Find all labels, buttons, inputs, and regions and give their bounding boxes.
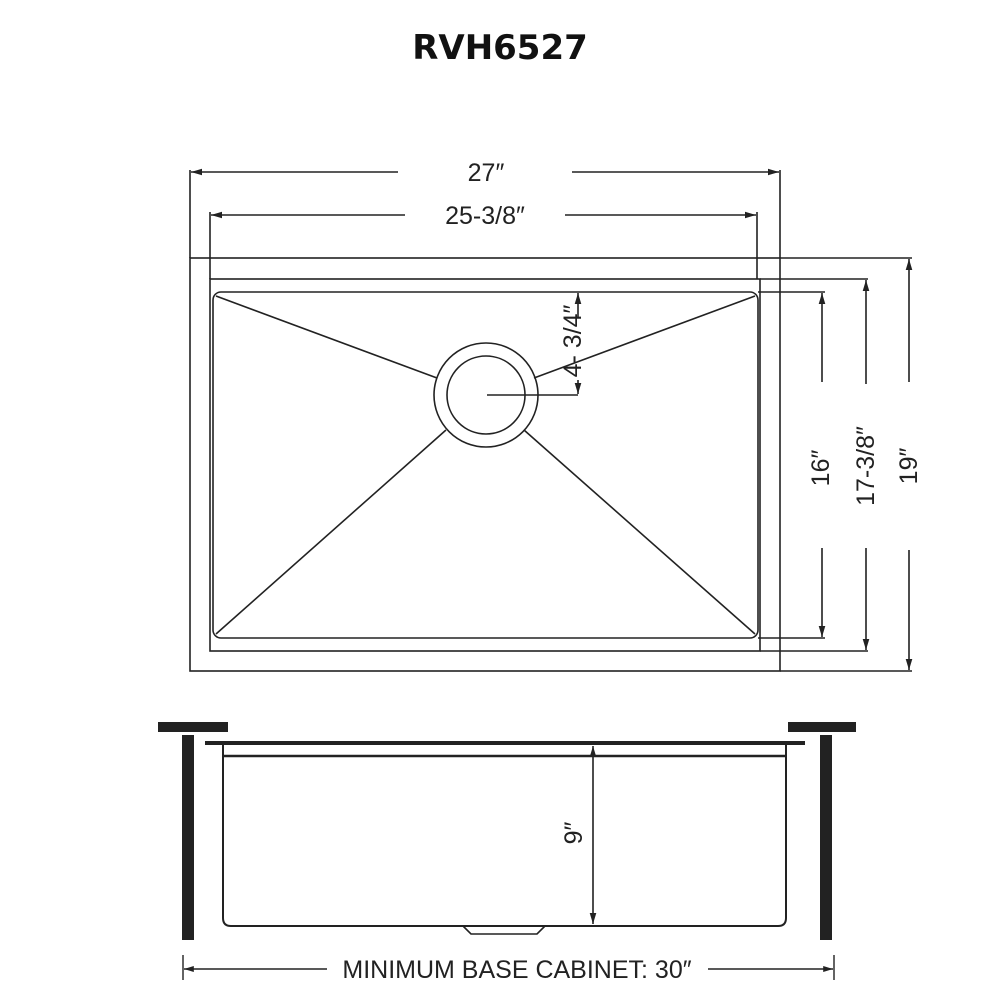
dim-inner-depth: 17-3/8″ — [852, 426, 880, 506]
cabinet-wall-left — [182, 735, 194, 940]
bowl-profile — [222, 744, 787, 927]
dim-min-cabinet: MINIMUM BASE CABINET: 30″ — [342, 956, 691, 984]
cabinet-wall-right — [820, 735, 832, 940]
bowl-outline — [212, 291, 759, 639]
outer-flange-outline — [189, 257, 781, 672]
countertop-right — [788, 722, 856, 732]
dim-bowl-height: 9″ — [560, 821, 588, 844]
top-view — [189, 168, 913, 672]
model-title: RVH6527 — [412, 28, 588, 68]
dim-overall-depth: 19″ — [895, 448, 923, 485]
inner-rim-outline — [209, 278, 761, 652]
drain-protrusion — [462, 925, 546, 935]
side-view — [158, 722, 856, 980]
dim-drain-offset: 4- 3/4″ — [559, 304, 587, 377]
dim-bowl-depth: 16″ — [807, 450, 835, 487]
dim-overall-width: 27″ — [468, 159, 505, 187]
dim-inner-width: 25-3/8″ — [445, 202, 525, 230]
countertop-left — [158, 722, 228, 732]
